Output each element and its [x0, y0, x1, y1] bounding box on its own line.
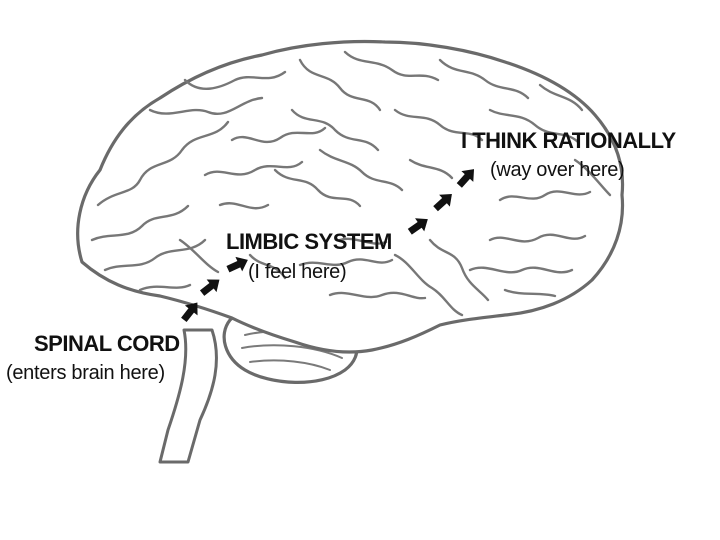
arrow-path — [181, 169, 475, 323]
arrow-icon — [407, 218, 428, 235]
cortex-folds — [90, 50, 612, 317]
spinal-cord-title: SPINAL CORD — [34, 331, 180, 356]
spinal-cord-subtitle: (enters brain here) — [6, 362, 165, 384]
arrow-icon — [226, 256, 248, 273]
cerebrum-outline — [76, 39, 625, 354]
arrow-icon — [181, 302, 198, 323]
limbic-system-title: LIMBIC SYSTEM — [226, 229, 392, 254]
limbic-system-subtitle: (I feel here) — [248, 261, 347, 283]
arrow-icon — [456, 169, 475, 188]
arrow-icon — [433, 193, 452, 212]
rational-title: I THINK RATIONALLY — [461, 128, 676, 153]
arrow-icon — [199, 279, 220, 296]
brain-stem — [158, 328, 218, 464]
rational-subtitle: (way over here) — [490, 159, 625, 181]
